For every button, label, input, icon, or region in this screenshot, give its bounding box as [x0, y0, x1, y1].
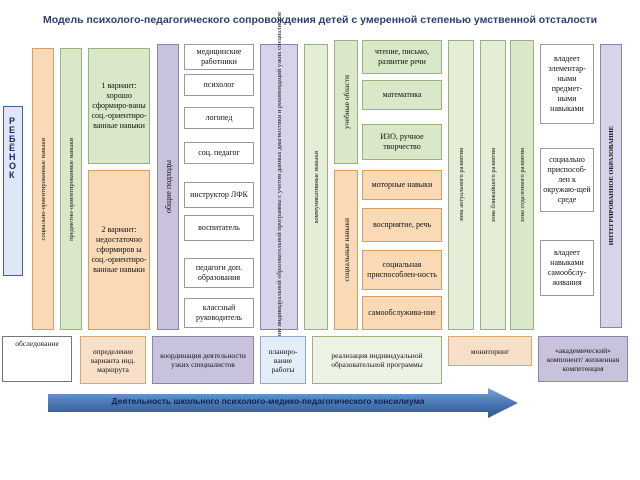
social-item: моторные навыки [362, 170, 442, 200]
distant-zone-column: зона отдаленного развития [510, 40, 534, 330]
subject-skills-column: предметно-ориентированные навыки [60, 48, 82, 330]
child-box: РЕБЁНОК [3, 106, 23, 276]
integration-column: ИНТЕГРИРОВАННОЕ ОБРАЗОВАНИЕ [600, 44, 622, 328]
specialist-box: психолог [184, 74, 254, 96]
step-box: определение варианта инд. маршрута [80, 336, 146, 384]
academic-item: математика [362, 80, 442, 110]
specialist-box: медицинские работники [184, 44, 254, 70]
page-title: Модель психолого-педагогического сопрово… [42, 14, 598, 26]
specialist-box: педагоги доп. образования [184, 258, 254, 288]
social-item: самообслужива-ние [362, 296, 442, 330]
social-skills-column: социально-ориентированные навыки [32, 48, 54, 330]
step-box: координация деятельности узких специалис… [152, 336, 254, 384]
academic-item: ИЗО, ручное творчество [362, 124, 442, 160]
near-zone-column: зона ближайшего развития [480, 40, 506, 330]
outcome-box: владеет навыками самообслу-живания [540, 240, 594, 296]
footer-label: Деятельность школьного психолого-медико-… [111, 396, 425, 406]
individual-program-column: составление индивидуальной образовательн… [260, 12, 298, 362]
specialist-box: воспитатель [184, 215, 254, 241]
specialist-box: соц. педагог [184, 142, 254, 164]
social-item: социальная приспособлен-ность [362, 250, 442, 290]
specialist-box: классный руководитель [184, 298, 254, 328]
step-box: планиро-вание работы [260, 336, 306, 384]
academic-item: чтение, письмо, развитие речи [362, 40, 442, 74]
specialist-box: инструктор ЛФК [184, 182, 254, 208]
specialist-box: логопед [184, 107, 254, 129]
child-label: РЕБЁНОК [9, 116, 17, 180]
step-box: обследование [2, 336, 72, 382]
step-box: «академический» компонент/ жизненная ком… [538, 336, 628, 382]
outcome-box: социально приспособ-лен к окружаю-щей ср… [540, 148, 594, 212]
variant-2: 2 вариант: недостаточно сформиров ы соц.… [88, 170, 150, 330]
footer-arrow [48, 388, 518, 418]
step-box: мониторинг [448, 336, 532, 366]
social-item: восприятие, речь [362, 208, 442, 242]
general-approaches-column: общие подходы [157, 44, 179, 330]
outcome-box: владеет элементар-ными предмет-ными навы… [540, 44, 594, 124]
step-box: реализация индивидуальной образовательно… [312, 336, 442, 384]
communication-skills-column: коммуникативные навыки [304, 44, 328, 330]
variant-1: 1 вариант: хорошо сформиро-ваны соц.-ори… [88, 48, 150, 164]
social-skills-label: социальные навыки [334, 170, 358, 330]
actual-zone-column: зона актуального развития [448, 40, 474, 330]
academic-areas-label: учебные области [334, 40, 358, 164]
